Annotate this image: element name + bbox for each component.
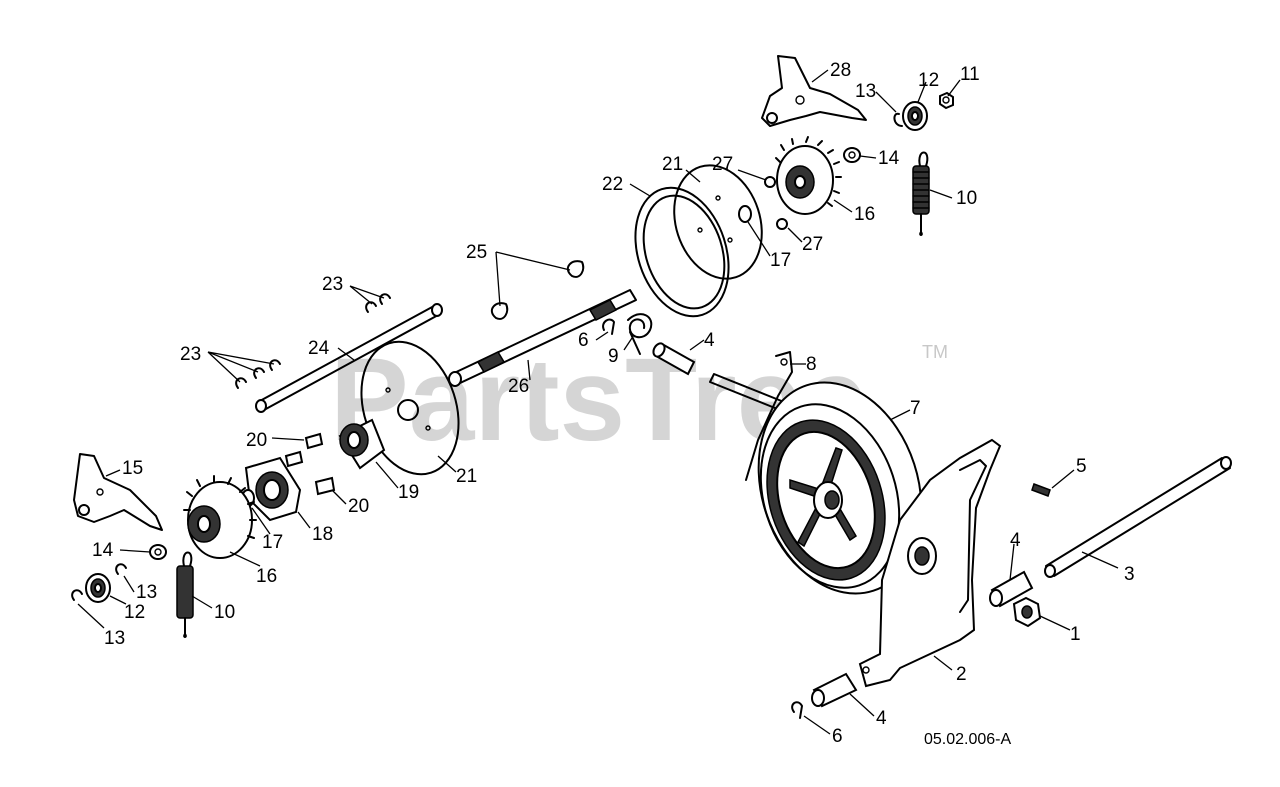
part-12-bearing-lower[interactable]	[85, 573, 111, 603]
callout-14: 14	[878, 148, 900, 169]
part-20-pin-b[interactable]	[284, 450, 304, 468]
diagram-reference-code: 05.02.006-A	[924, 731, 1012, 748]
callout-2: 2	[956, 664, 967, 685]
callout-21: 21	[662, 154, 683, 175]
part-14-washer-upper[interactable]	[843, 147, 861, 163]
part-23-clip-c[interactable]	[235, 377, 247, 389]
part-17-bushing-upper[interactable]	[738, 205, 752, 223]
part-20-pin-a[interactable]	[304, 432, 324, 450]
callout-28: 28	[830, 60, 851, 81]
part-6-clip-lower[interactable]	[791, 701, 803, 719]
part-9-spring[interactable]	[627, 313, 653, 355]
part-25-clip-right[interactable]	[566, 260, 585, 278]
part-19-hub[interactable]	[338, 418, 386, 470]
part-23-clip-d[interactable]	[253, 367, 265, 379]
part-15-bracket[interactable]	[73, 453, 163, 531]
callout-26: 26	[508, 376, 529, 397]
callout-4: 4	[1010, 530, 1021, 551]
callout-labels: 28 13 12 11 21 27 14 22 10 16 17 27 25 2…	[92, 60, 1135, 747]
part-5-screw[interactable]	[1031, 483, 1051, 497]
callout-4: 4	[876, 708, 887, 729]
watermark-trademark: TM	[922, 342, 948, 362]
part-21-plate-upper[interactable]	[660, 154, 776, 290]
callout-15: 15	[122, 458, 143, 479]
part-13-clip-lower-b[interactable]	[71, 589, 83, 601]
part-26-hex-shaft[interactable]	[448, 289, 637, 387]
part-23-clip-e[interactable]	[269, 359, 281, 371]
part-1-nut[interactable]	[1012, 596, 1042, 628]
callout-23: 23	[322, 274, 343, 295]
part-10-spring-upper[interactable]	[912, 151, 930, 236]
callout-3: 3	[1124, 564, 1135, 585]
part-18-housing[interactable]	[244, 456, 302, 522]
callout-14: 14	[92, 540, 114, 561]
callout-10: 10	[956, 188, 977, 209]
callout-18: 18	[312, 524, 333, 545]
callout-1: 1	[1070, 624, 1081, 645]
callout-22: 22	[602, 174, 623, 195]
callout-21: 21	[456, 466, 477, 487]
callout-17: 17	[262, 532, 283, 553]
part-23-clip-a[interactable]	[365, 301, 377, 313]
callout-6: 6	[578, 330, 589, 351]
part-4-spacer-middle[interactable]	[989, 570, 1034, 608]
callout-5: 5	[1076, 456, 1087, 477]
part-27-washer-upper[interactable]	[764, 176, 776, 188]
callout-11: 11	[960, 64, 980, 85]
callout-25: 25	[466, 242, 487, 263]
part-14-washer-lower[interactable]	[149, 544, 167, 560]
callout-13: 13	[104, 628, 125, 649]
callout-27: 27	[712, 154, 733, 175]
part-2-side-plate[interactable]	[858, 438, 1002, 688]
part-4-spacer-upper[interactable]	[651, 341, 696, 376]
part-16-gear-lower[interactable]	[183, 475, 257, 559]
part-20-pin-c[interactable]	[314, 476, 336, 496]
callout-12: 12	[124, 602, 145, 623]
callout-8: 8	[806, 354, 817, 375]
leader-lines	[77, 69, 1119, 735]
callout-16: 16	[854, 204, 875, 225]
part-25-clip-left[interactable]	[490, 302, 509, 320]
part-28-bracket[interactable]	[761, 55, 867, 127]
part-11-nut[interactable]	[939, 91, 954, 110]
callout-16: 16	[256, 566, 277, 587]
callout-13: 13	[136, 582, 157, 603]
callout-24: 24	[308, 338, 330, 359]
part-6-clip-upper[interactable]	[602, 318, 615, 335]
callout-27: 27	[802, 234, 823, 255]
part-24-axle[interactable]	[255, 303, 443, 413]
part-13-clip-lower-a[interactable]	[115, 563, 127, 575]
part-16-gear-upper[interactable]	[775, 136, 842, 215]
part-3-rod[interactable]	[1044, 456, 1232, 578]
callout-17: 17	[770, 250, 791, 271]
callout-20: 20	[348, 496, 369, 517]
callout-23: 23	[180, 344, 201, 365]
part-10-spring-lower[interactable]	[176, 551, 194, 638]
part-23-clip-b[interactable]	[379, 293, 391, 305]
callout-13: 13	[855, 81, 876, 102]
part-4-spacer-lower[interactable]	[811, 672, 858, 708]
part-7-wheel[interactable]	[732, 361, 947, 615]
callout-20: 20	[246, 430, 267, 451]
part-12-bearing-upper[interactable]	[902, 101, 928, 131]
callout-6: 6	[832, 726, 843, 747]
callout-9: 9	[608, 346, 619, 367]
part-13-clip-upper[interactable]	[893, 112, 903, 127]
part-22-friction-ring[interactable]	[620, 176, 744, 329]
callout-7: 7	[910, 398, 921, 419]
callout-4: 4	[704, 330, 715, 351]
callout-10: 10	[214, 602, 235, 623]
callout-12: 12	[918, 70, 939, 91]
part-27-washer-lower[interactable]	[776, 218, 788, 230]
callout-19: 19	[398, 482, 419, 503]
